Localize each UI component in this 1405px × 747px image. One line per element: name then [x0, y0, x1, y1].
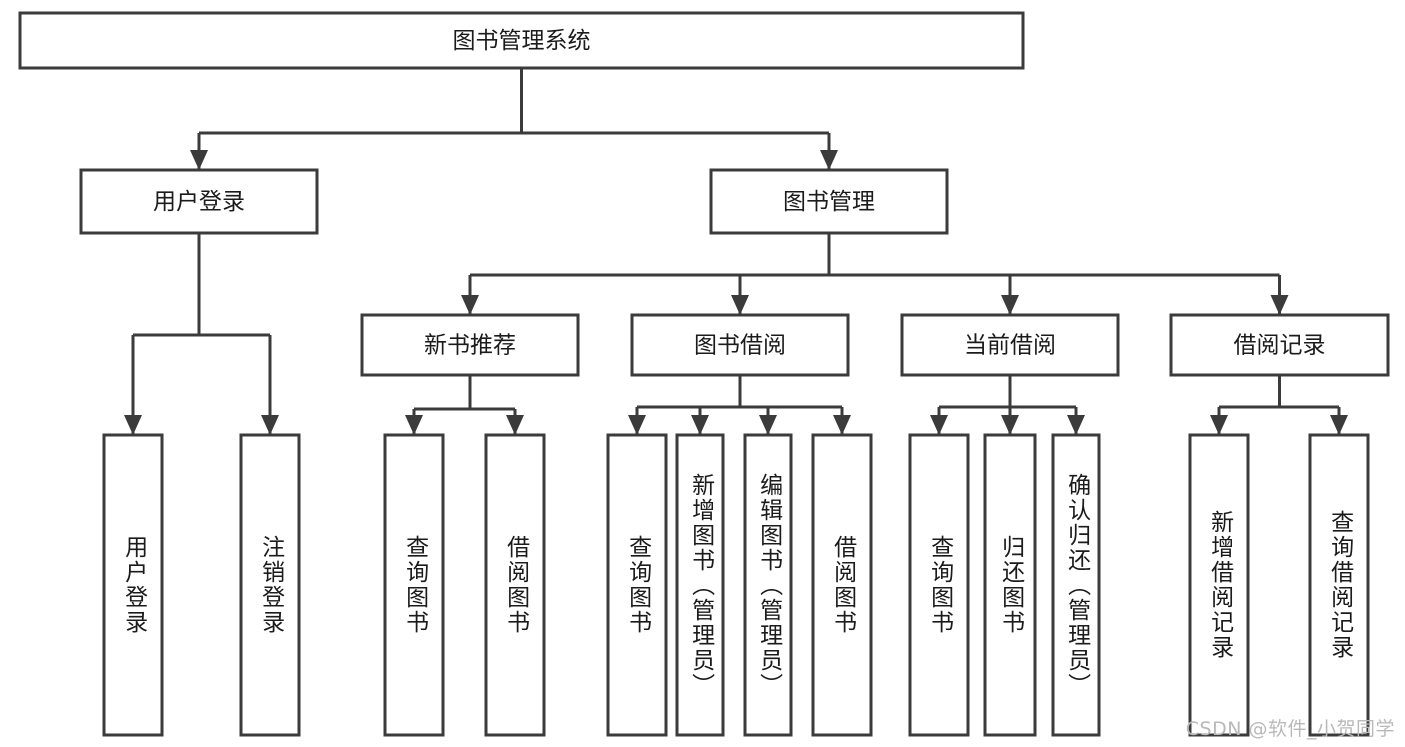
node-book-borrow-box — [630, 313, 850, 377]
arrow-head-icon — [833, 415, 851, 435]
arrow-head-icon — [190, 150, 208, 170]
node-leaf-edit-book-box — [743, 433, 793, 737]
node-leaf-query-book-rec-label-wrap: 查询图书 — [401, 535, 428, 635]
arrow-head-icon — [506, 415, 524, 435]
node-leaf-add-record[interactable]: 新增借阅记录 — [1188, 433, 1250, 737]
node-leaf-logout[interactable]: 注销登录 — [239, 433, 301, 737]
node-book-borrow-label: 图书借阅 — [694, 333, 786, 359]
node-leaf-query-book-rec-box — [383, 433, 445, 737]
node-leaf-user-login[interactable]: 用户登录 — [102, 433, 164, 737]
node-leaf-borrow-book-rec-label: 借阅图书 — [502, 535, 529, 635]
node-leaf-add-record-label-wrap: 新增借阅记录 — [1206, 510, 1233, 660]
node-book-manage-label: 图书管理 — [783, 189, 875, 215]
node-leaf-query-record-label: 查询借阅记录 — [1326, 510, 1353, 660]
node-leaf-query-book-c-label: 查询图书 — [926, 535, 953, 635]
node-leaf-edit-book-label-wrap: 编辑图书（管理员） — [755, 472, 782, 698]
node-user-login-label: 用户登录 — [153, 189, 245, 215]
node-leaf-logout-box — [239, 433, 301, 737]
node-borrow-record[interactable]: 借阅记录 — [1169, 313, 1390, 377]
node-图书管理系统-box — [18, 11, 1025, 70]
arrow-head-icon — [759, 415, 777, 435]
node-new-book-rec-box — [360, 313, 580, 377]
arrow-head-icon — [731, 295, 749, 315]
arrow-head-icon — [1001, 295, 1019, 315]
node-leaf-confirm-return[interactable]: 确认归还（管理员） — [1051, 433, 1101, 737]
arrow-head-icon — [628, 415, 646, 435]
node-user-login-box — [79, 168, 319, 235]
node-leaf-borrow-book-rec-label-wrap: 借阅图书 — [502, 535, 529, 635]
node-leaf-add-record-label: 新增借阅记录 — [1206, 510, 1233, 660]
node-leaf-user-login-box — [102, 433, 164, 737]
node-leaf-borrow-book-b[interactable]: 借阅图书 — [811, 433, 873, 737]
node-leaf-user-login-label-wrap: 用户登录 — [120, 535, 147, 635]
node-leaf-add-record-box — [1188, 433, 1250, 737]
arrow-head-icon — [124, 415, 142, 435]
node-leaf-borrow-book-rec-box — [484, 433, 546, 737]
node-user-login[interactable]: 用户登录 — [79, 168, 319, 235]
node-leaf-query-book-b-box — [606, 433, 668, 737]
node-leaf-add-book[interactable]: 新增图书（管理员） — [675, 433, 725, 737]
node-leaf-query-book-c[interactable]: 查询图书 — [908, 433, 970, 737]
arrow-head-icon — [691, 415, 709, 435]
node-leaf-add-book-label-wrap: 新增图书（管理员） — [687, 472, 714, 698]
node-leaf-query-book-b[interactable]: 查询图书 — [606, 433, 668, 737]
node-borrow-record-box — [1169, 313, 1390, 377]
node-leaf-confirm-return-box — [1051, 433, 1101, 737]
node-leaf-return-book-label-wrap: 归还图书 — [997, 535, 1024, 635]
node-leaf-edit-book[interactable]: 编辑图书（管理员） — [743, 433, 793, 737]
node-current-borrow-box — [900, 313, 1120, 377]
node-leaf-user-login-label: 用户登录 — [120, 535, 147, 635]
node-leaf-return-book[interactable]: 归还图书 — [983, 433, 1037, 737]
node-leaf-query-record-label-wrap: 查询借阅记录 — [1326, 510, 1353, 660]
node-book-manage[interactable]: 图书管理 — [709, 168, 949, 235]
node-leaf-logout-label: 注销登录 — [257, 535, 284, 635]
node-leaf-query-book-rec[interactable]: 查询图书 — [383, 433, 445, 737]
node-leaf-query-book-c-label-wrap: 查询图书 — [926, 535, 953, 635]
node-leaf-confirm-return-label-wrap: 确认归还（管理员） — [1063, 472, 1090, 698]
node-leaf-add-book-box — [675, 433, 725, 737]
arrow-head-icon — [405, 415, 423, 435]
node-borrow-record-label: 借阅记录 — [1234, 333, 1326, 359]
node-current-borrow[interactable]: 当前借阅 — [900, 313, 1120, 377]
node-图书管理系统-label: 图书管理系统 — [453, 28, 591, 54]
node-layer: 图书管理系统用户登录图书管理新书推荐图书借阅当前借阅借阅记录用户登录注销登录查询… — [18, 11, 1390, 737]
node-leaf-query-book-rec-label: 查询图书 — [401, 535, 428, 635]
node-leaf-query-record-box — [1308, 433, 1370, 737]
node-leaf-logout-label-wrap: 注销登录 — [257, 535, 284, 635]
node-leaf-return-book-box — [983, 433, 1037, 737]
node-leaf-edit-book-label: 编辑图书（管理员） — [755, 472, 782, 698]
arrow-head-icon — [930, 415, 948, 435]
node-leaf-query-book-c-box — [908, 433, 970, 737]
node-leaf-query-book-b-label-wrap: 查询图书 — [624, 535, 651, 635]
connector-layer — [124, 68, 1348, 435]
node-图书管理系统[interactable]: 图书管理系统 — [18, 11, 1025, 70]
node-new-book-rec-label: 新书推荐 — [424, 333, 516, 359]
node-current-borrow-label: 当前借阅 — [964, 333, 1056, 359]
node-leaf-query-record[interactable]: 查询借阅记录 — [1308, 433, 1370, 737]
node-leaf-borrow-book-b-label: 借阅图书 — [829, 535, 856, 635]
arrow-head-icon — [820, 150, 838, 170]
arrow-head-icon — [1001, 415, 1019, 435]
arrow-head-icon — [1330, 415, 1348, 435]
node-leaf-borrow-book-rec[interactable]: 借阅图书 — [484, 433, 546, 737]
node-new-book-rec[interactable]: 新书推荐 — [360, 313, 580, 377]
node-leaf-query-book-b-label: 查询图书 — [624, 535, 651, 635]
arrow-head-icon — [1210, 415, 1228, 435]
node-book-borrow[interactable]: 图书借阅 — [630, 313, 850, 377]
node-leaf-borrow-book-b-box — [811, 433, 873, 737]
arrow-head-icon — [1067, 415, 1085, 435]
node-book-manage-box — [709, 168, 949, 235]
node-leaf-borrow-book-b-label-wrap: 借阅图书 — [829, 535, 856, 635]
arrow-head-icon — [1270, 295, 1289, 315]
node-leaf-return-book-label: 归还图书 — [997, 535, 1024, 635]
node-leaf-add-book-label: 新增图书（管理员） — [687, 472, 714, 698]
arrow-head-icon — [261, 415, 279, 435]
node-leaf-confirm-return-label: 确认归还（管理员） — [1063, 472, 1090, 698]
arrow-head-icon — [461, 295, 479, 315]
